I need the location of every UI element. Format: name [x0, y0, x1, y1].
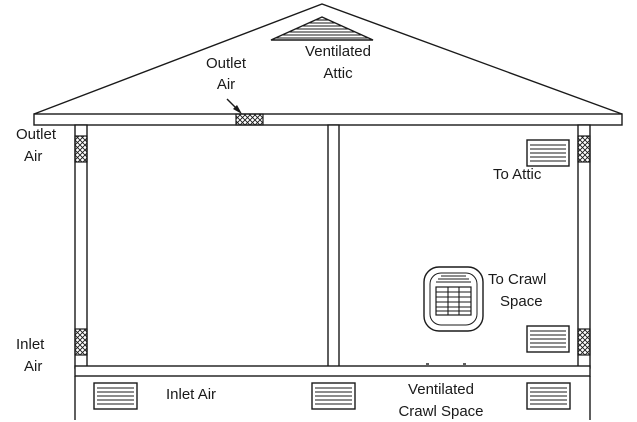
- roof-outlet-vent: [235, 113, 264, 126]
- to-attic-grille: [526, 139, 570, 167]
- label-inlet-air-wall-1: Inlet: [16, 336, 45, 353]
- attic-gable-vent: [270, 16, 374, 41]
- label-inlet-air-wall-2: Air: [24, 358, 42, 375]
- label-outlet-air-roof-1: Outlet: [206, 55, 247, 72]
- outlet-arrow: [226, 98, 242, 114]
- label-outlet-air-wall-2: Air: [24, 148, 42, 165]
- label-to-attic: To Attic: [493, 166, 542, 183]
- label-to-crawl-space-2: Space: [500, 293, 543, 310]
- crawl-vent-right: [526, 382, 571, 410]
- right-wall-outlet-vent: [577, 135, 591, 163]
- left-wall-outlet-vent: [74, 135, 88, 163]
- label-outlet-air-wall-1: Outlet: [16, 126, 57, 143]
- right-wall-inlet-vent: [577, 328, 591, 356]
- label-ventilated-crawl-space-1: Ventilated: [408, 381, 474, 398]
- vent-free-heater: [423, 266, 484, 365]
- label-inlet-air-crawl: Inlet Air: [166, 386, 216, 403]
- label-ventilated-crawl-space-2: Crawl Space: [398, 403, 483, 420]
- floor: [74, 365, 591, 420]
- left-wall-inlet-vent: [74, 328, 88, 356]
- to-crawl-space-grille: [526, 325, 570, 353]
- walls: [74, 124, 591, 369]
- label-outlet-air-roof-2: Air: [217, 76, 235, 93]
- label-to-crawl-space-1: To Crawl: [488, 271, 546, 288]
- label-ventilated-attic-1: Ventilated: [305, 43, 371, 60]
- label-ventilated-attic-2: Attic: [323, 65, 353, 82]
- crawl-vent-left: [93, 382, 138, 410]
- crawl-vent-middle: [311, 382, 356, 410]
